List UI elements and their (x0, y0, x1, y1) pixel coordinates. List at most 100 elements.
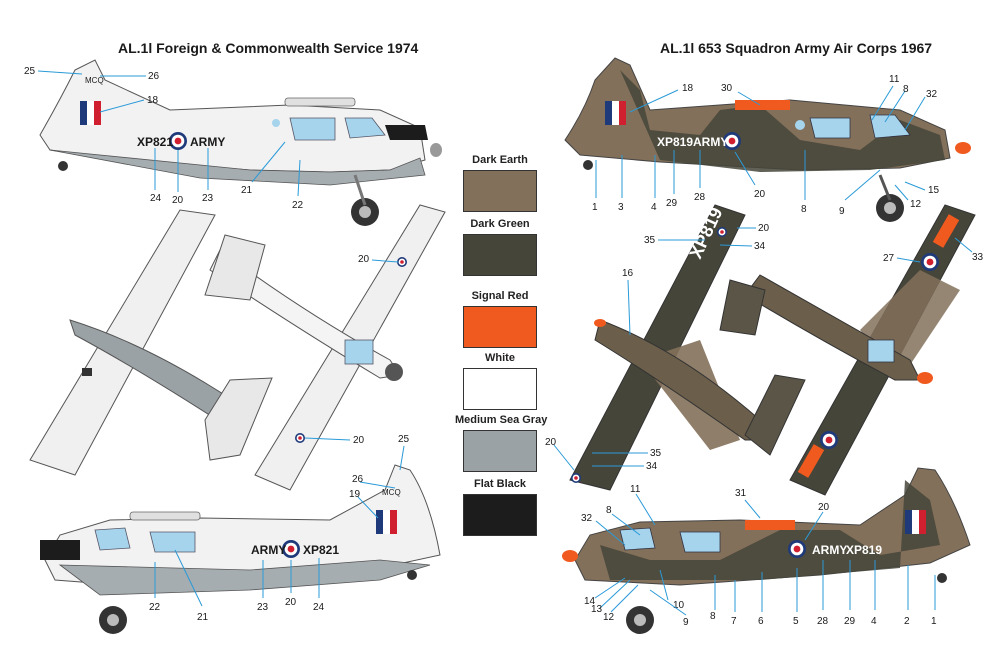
left-side-profile-bottom: ARMY XP821 MCQ (40, 464, 441, 634)
callout-19-left-bottom: 19 (349, 489, 361, 500)
callout-21-left-bottom: 21 (197, 612, 209, 623)
callout-29-right-top: 29 (666, 198, 678, 209)
swatch-dark-earth: Dark Earth (455, 154, 545, 212)
callout-15-right-top: 15 (928, 185, 940, 196)
callout-25-left-top: 25 (24, 66, 36, 77)
mcq-left-top: MCQ (85, 76, 104, 85)
callout-12-right-top: 12 (910, 199, 922, 210)
callout-24-left-top: 24 (150, 193, 162, 204)
callout-33-right-topview: 33 (972, 252, 984, 263)
callout-20-right-under: 20 (758, 223, 770, 234)
swatch-label-flat-black: Flat Black (474, 478, 526, 490)
swatch-label-signal-red: Signal Red (471, 290, 529, 302)
callout-4-right-top: 4 (651, 202, 657, 213)
swatch-color-dark-earth (463, 170, 537, 212)
callout-35-right-under-b: 35 (650, 448, 662, 459)
swatch-flat-black: Flat Black (455, 478, 545, 536)
callout-6-right-bottom: 6 (758, 616, 764, 627)
callout-20-left-bottom: 20 (285, 597, 297, 608)
callout-23-left-bottom: 23 (257, 602, 269, 613)
right-underside-view: XP819 (569, 204, 806, 491)
swatch-label-dark-green: Dark Green (470, 218, 530, 230)
callout-18-left-top: 18 (147, 95, 159, 106)
callout-1-right-bottom: 1 (931, 616, 937, 627)
callout-3-right-top: 3 (618, 202, 624, 213)
callout-23-left-top: 23 (202, 193, 214, 204)
callout-8-right-bottom-a: 8 (606, 505, 612, 516)
callout-1-right-top: 1 (592, 202, 598, 213)
swatch-color-medium-sea-gray (463, 430, 537, 472)
swatch-dark-green: Dark Green (455, 218, 545, 276)
callout-4-right-bottom: 4 (871, 616, 877, 627)
callout-20-right-top: 20 (754, 189, 766, 200)
callout-34-right-under-b: 34 (646, 461, 658, 472)
callout-20-right-bottom: 20 (818, 502, 830, 513)
left-scheme-title: AL.1l Foreign & Commonwealth Service 197… (118, 40, 419, 56)
callout-22-left-bottom: 22 (149, 602, 161, 613)
callout-34-right-under: 34 (754, 241, 766, 252)
swatch-medium-sea-gray: Medium Sea Gray (455, 414, 548, 472)
callout-26-left-top: 26 (148, 71, 160, 82)
callout-8-right-bottom-b: 8 (710, 611, 716, 622)
left-side-profile-top: XP821 ARMY MCQ (39, 59, 442, 226)
swatch-color-dark-green (463, 234, 537, 276)
callout-11-right-bottom: 11 (630, 484, 641, 495)
callout-31-right-bottom: 31 (735, 488, 747, 499)
swatch-label-white: White (485, 352, 515, 364)
army-left-top: ARMY (190, 135, 225, 149)
callout-7-right-bottom: 7 (731, 616, 737, 627)
callout-13-right-bottom: 13 (591, 604, 603, 615)
right-side-profile-top: XP819 ARMY (564, 57, 971, 222)
callout-28-right-top: 28 (694, 192, 706, 203)
swatch-white: White (455, 352, 545, 410)
swatch-color-signal-red (463, 306, 537, 348)
callout-28-right-bottom: 28 (817, 616, 829, 627)
swatch-color-flat-black (463, 494, 537, 536)
callout-24-left-bottom: 24 (313, 602, 325, 613)
callouts-left: 25 26 18 24 20 23 21 22 20 20 26 25 19 2… (24, 66, 410, 623)
callout-20-left-plan-top: 20 (358, 254, 370, 265)
callout-8-right-top-a: 8 (903, 84, 909, 95)
callout-9-right-bottom: 9 (683, 617, 689, 628)
callout-35-right-under: 35 (644, 235, 656, 246)
callout-9-right-top: 9 (839, 206, 845, 217)
serial-right-top: XP819 (657, 135, 693, 149)
callout-20-right-under-b: 20 (545, 437, 557, 448)
swatch-signal-red: Signal Red (455, 290, 545, 348)
swatch-label-dark-earth: Dark Earth (472, 154, 528, 166)
swatch-color-white (463, 368, 537, 410)
callout-32-right-bottom: 32 (581, 513, 593, 524)
callouts-right: 18 30 11 8 32 1 3 4 29 28 20 8 9 15 12 2… (545, 74, 984, 628)
serial-right-bottom: XP819 (846, 543, 882, 557)
callout-16-right-under: 16 (622, 268, 634, 279)
right-scheme-title: AL.1l 653 Squadron Army Air Corps 1967 (660, 40, 933, 56)
serial-left-bottom: XP821 (303, 543, 339, 557)
callout-20-left-plan-bottom: 20 (353, 435, 365, 446)
left-top-view (204, 204, 446, 491)
army-right-bottom: ARMY (812, 543, 847, 557)
callout-14-right-bottom: 14 (584, 596, 596, 607)
serial-left-top: XP821 (137, 135, 173, 149)
callout-32-right-top: 32 (926, 89, 938, 100)
callout-8-right-top-b: 8 (801, 204, 807, 215)
callout-26-left-bottom: 26 (352, 474, 364, 485)
right-top-view (719, 204, 976, 496)
callout-27-right-topview: 27 (883, 253, 895, 264)
callout-11-right-top: 11 (889, 74, 900, 85)
callout-10-right-bottom: 10 (673, 600, 685, 611)
callout-12-right-bottom: 12 (603, 612, 615, 623)
army-right-top: ARMY (693, 135, 728, 149)
army-left-bottom: ARMY (251, 543, 286, 557)
callout-29-right-bottom: 29 (844, 616, 856, 627)
callout-18-right-top: 18 (682, 83, 694, 94)
right-side-profile-bottom: ARMY XP819 (562, 467, 971, 634)
left-plan-view (29, 209, 273, 476)
callout-30-right-top: 30 (721, 83, 733, 94)
swatch-label-medium-sea-gray: Medium Sea Gray (455, 414, 548, 426)
mcq-left-bottom: MCQ (382, 488, 401, 497)
callout-5-right-bottom: 5 (793, 616, 799, 627)
callout-25-left-bottom: 25 (398, 434, 410, 445)
callout-2-right-bottom: 2 (904, 616, 910, 627)
callout-21-left-top: 21 (241, 185, 253, 196)
